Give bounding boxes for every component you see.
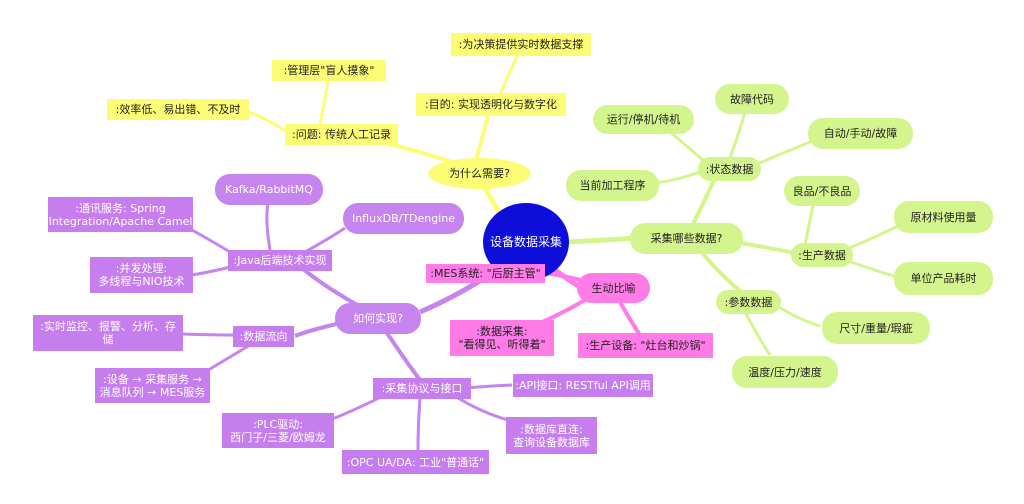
center-topic-label: 设备数据采集 — [489, 234, 562, 249]
java-backend-node[interactable]: :Java后端技术实现 — [228, 250, 332, 271]
problem-inefficient-node[interactable]: :效率低、易出错、不及时 — [107, 99, 249, 120]
java-backend-label: :Java后端技术实现 — [233, 254, 327, 267]
link-problem-a — [244, 108, 291, 136]
protocol-node[interactable]: :采集协议与接口 — [373, 378, 471, 399]
status-run-label: 运行/停机/待机 — [606, 113, 681, 126]
flow-path-label: :设备 → 采集服务 → 消息队列 → MES服务 — [99, 372, 206, 399]
analogy-mes-node[interactable]: :MES系统: "后厨主管" — [426, 264, 545, 283]
status-fault-code-label: 故障代码 — [730, 92, 774, 106]
flow-monitor-node[interactable]: :实时监控、报警、分析、存 储 — [33, 315, 183, 351]
link-flow-b — [204, 343, 251, 374]
link-java-kafka — [265, 202, 272, 251]
data-flow-label: :数据流向 — [239, 330, 288, 343]
problem-inefficient-label: :效率低、易出错、不及时 — [115, 103, 241, 116]
status-program-node[interactable]: 当前加工程序 — [566, 170, 659, 201]
link-java-influx — [304, 226, 346, 254]
goal-realtime-node[interactable]: :为决策提供实时数据支撑 — [451, 33, 591, 56]
link-flow-a — [181, 332, 241, 337]
link-analogy-equip — [618, 301, 642, 337]
status-mode-label: 自动/手动/故障 — [823, 127, 898, 140]
prod-material-label: 原材料使用量 — [910, 210, 977, 224]
protocol-plc-node[interactable]: :PLC驱动: 西门子/三菱/欧姆龙 — [222, 413, 334, 448]
status-data-node[interactable]: :状态数据 — [698, 157, 761, 181]
protocol-opc-node[interactable]: :OPC UA/DA: 工业"普通话" — [342, 450, 489, 474]
analogy-acquisition-label: :数据采集: "看得见、听得着" — [458, 325, 546, 351]
java-tsdb-label: InfluxDB/TDengine — [351, 212, 456, 225]
link-proto-opc — [416, 397, 422, 451]
java-comm-node[interactable]: :通讯服务: Spring Integration/Apache Camel — [48, 197, 193, 232]
protocol-opc-label: :OPC UA/DA: 工业"普通话" — [346, 455, 485, 469]
status-data-label: :状态数据 — [705, 162, 754, 176]
status-mode-node[interactable]: 自动/手动/故障 — [808, 118, 913, 149]
prod-good-label: 良品/不良品 — [792, 184, 852, 198]
java-mq-label: Kafka/RabbitMQ — [225, 183, 313, 196]
link-problem-b — [318, 79, 330, 125]
param-size-label: 尺寸/重量/瑕疵 — [839, 321, 913, 335]
goal-realtime-label: :为决策提供实时数据支撑 — [458, 38, 584, 51]
link-status-2 — [728, 111, 747, 159]
analogy-label: 生动比喻 — [591, 281, 636, 295]
what-data-label: 采集哪些数据? — [650, 232, 723, 245]
goal-label: :目的: 实现透明化与数字化 — [425, 98, 557, 111]
link-how-protocol — [383, 328, 422, 382]
java-comm-label: :通讯服务: Spring Integration/Apache Camel — [48, 201, 193, 228]
data-flow-node[interactable]: :数据流向 — [233, 326, 294, 347]
problem-blind-label: :管理层"盲人摸象" — [283, 64, 375, 77]
status-program-label: 当前加工程序 — [579, 179, 646, 192]
status-run-node[interactable]: 运行/停机/待机 — [593, 105, 694, 134]
analogy-equipment-label: :生产设备: "灶台和炒锅" — [585, 339, 706, 352]
analogy-acquisition-node[interactable]: :数据采集: "看得见、听得着" — [450, 320, 554, 356]
link-prod-2 — [844, 223, 901, 252]
link-params-2 — [743, 311, 772, 356]
java-concurrency-node[interactable]: :并发处理: 多线程与NIO技术 — [90, 257, 193, 293]
why-needed-label: 为什么需要? — [449, 167, 510, 180]
java-concurrency-label: :并发处理: 多线程与NIO技术 — [98, 262, 185, 288]
why-needed-node[interactable]: 为什么需要? — [428, 158, 531, 189]
prod-good-node[interactable]: 良品/不良品 — [784, 176, 860, 206]
what-data-node[interactable]: 采集哪些数据? — [630, 223, 743, 254]
params-data-node[interactable]: :参数数据 — [716, 290, 781, 314]
prod-time-label: 单位产品耗时 — [910, 272, 977, 285]
goal-node[interactable]: :目的: 实现透明化与数字化 — [416, 93, 566, 116]
problem-blind-node[interactable]: :管理层"盲人摸象" — [272, 60, 386, 81]
link-prod-1 — [803, 204, 815, 246]
link-prod-3 — [844, 258, 901, 280]
problem-label: :问题: 传统人工记录 — [292, 128, 391, 141]
link-center-what — [567, 235, 636, 245]
link-status-3 — [754, 138, 816, 167]
link-proto-api — [464, 383, 513, 390]
prod-material-node[interactable]: 原材料使用量 — [894, 201, 993, 233]
problem-node[interactable]: :问题: 传统人工记录 — [285, 124, 398, 145]
link-proto-db — [454, 394, 509, 422]
analogy-mes-label: :MES系统: "后厨主管" — [430, 267, 541, 280]
java-tsdb-node[interactable]: InfluxDB/TDengine — [343, 203, 464, 234]
prod-time-node[interactable]: 单位产品耗时 — [894, 262, 993, 295]
link-what-params — [698, 248, 747, 297]
production-data-label: :生产数据 — [798, 248, 846, 262]
flow-monitor-label: :实时监控、报警、分析、存 储 — [40, 320, 176, 346]
protocol-plc-label: :PLC驱动: 西门子/三菱/欧姆龙 — [230, 417, 326, 444]
how-node[interactable]: 如何实现? — [335, 303, 421, 334]
param-size-node[interactable]: 尺寸/重量/瑕疵 — [822, 312, 930, 344]
protocol-label: :采集协议与接口 — [381, 382, 463, 395]
analogy-equipment-node[interactable]: :生产设备: "灶台和炒锅" — [578, 333, 713, 358]
protocol-db-label: :数据库直连: 查询设备数据库 — [513, 422, 590, 449]
link-params-1 — [774, 303, 821, 328]
param-temp-node[interactable]: 温度/压力/速度 — [732, 356, 838, 388]
params-data-label: :参数数据 — [724, 295, 773, 309]
link-goal-a — [498, 54, 520, 96]
protocol-api-label: :API接口: RESTful API调用 — [515, 379, 651, 392]
how-label: 如何实现? — [353, 312, 403, 325]
java-mq-node[interactable]: Kafka/RabbitMQ — [215, 174, 323, 205]
flow-path-node[interactable]: :设备 → 采集服务 → 消息队列 → MES服务 — [95, 368, 210, 403]
analogy-node[interactable]: 生动比喻 — [577, 273, 650, 303]
protocol-db-node[interactable]: :数据库直连: 查询设备数据库 — [506, 417, 597, 454]
status-fault-code-node[interactable]: 故障代码 — [715, 84, 789, 114]
link-what-production — [734, 240, 796, 255]
param-temp-label: 温度/压力/速度 — [748, 365, 822, 379]
production-data-node[interactable]: :生产数据 — [791, 243, 853, 267]
protocol-api-node[interactable]: :API接口: RESTful API调用 — [513, 374, 653, 397]
